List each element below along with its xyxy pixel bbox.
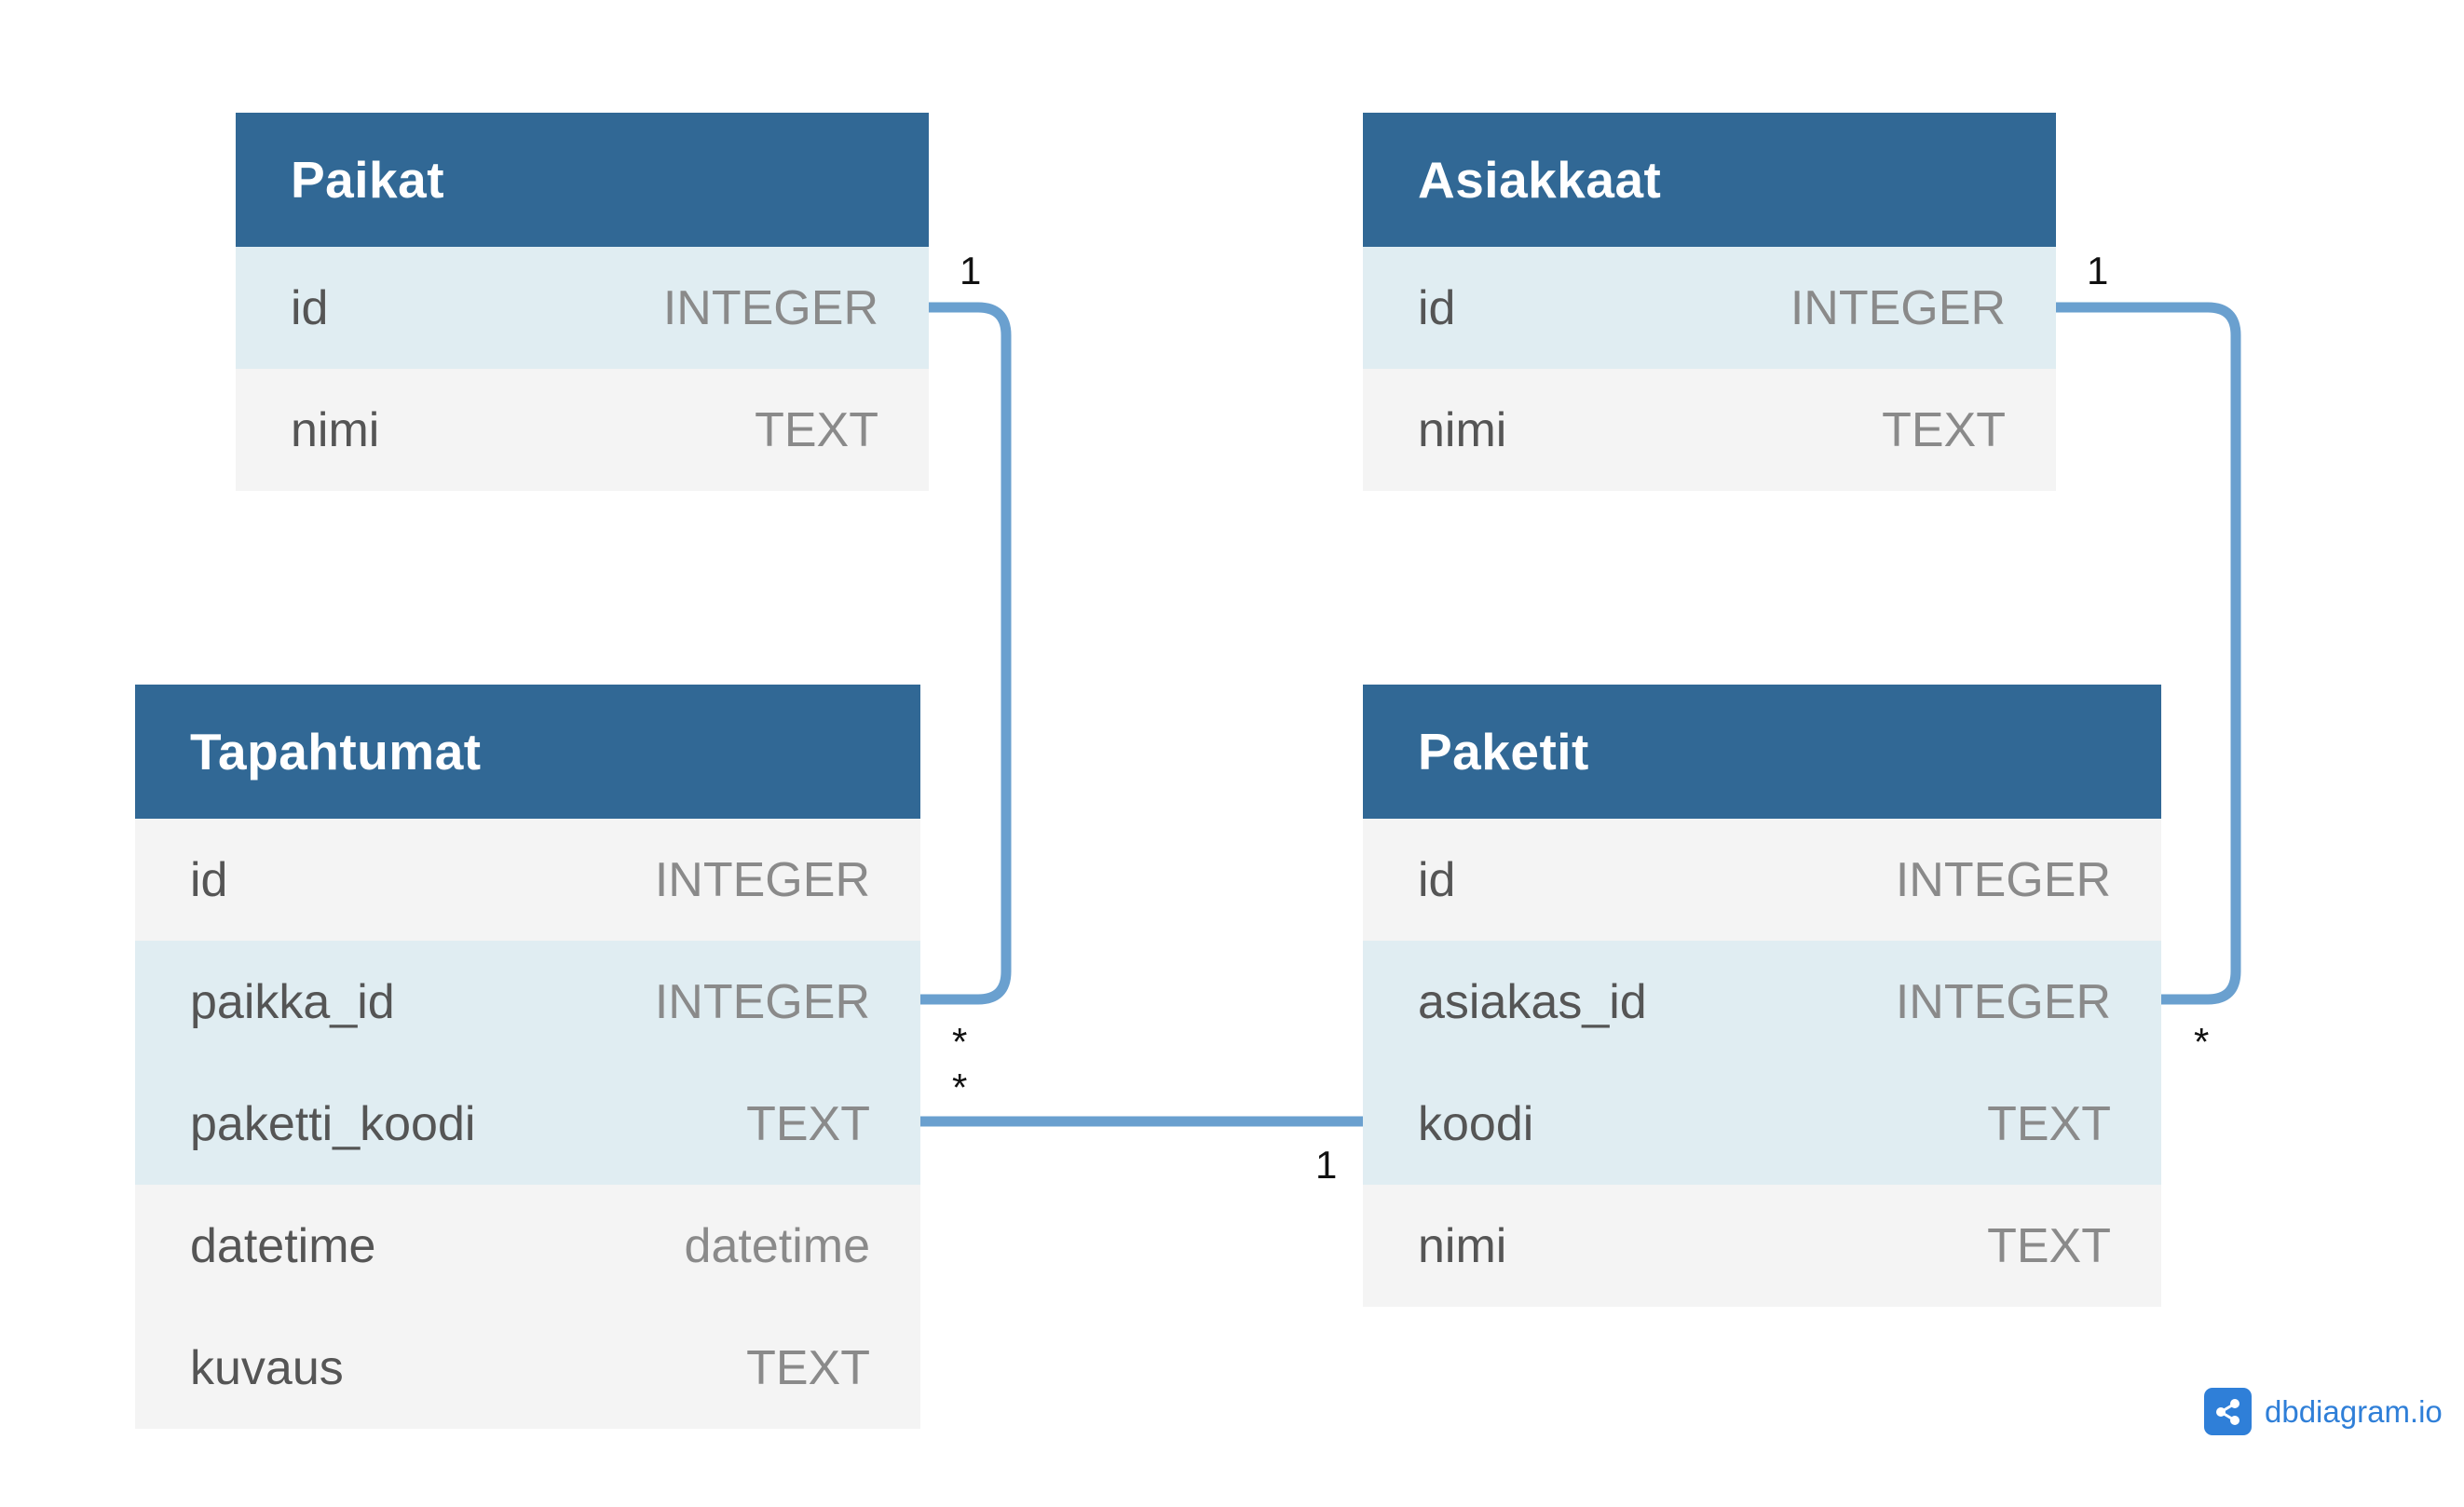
table-row[interactable]: datetime datetime [135,1185,920,1307]
column-name: koodi [1418,1096,1534,1151]
column-name: id [190,852,228,907]
column-name: id [1418,280,1456,335]
column-name: id [291,280,329,335]
cardinality-label: * [952,1020,968,1064]
column-type: TEXT [1987,1096,2111,1151]
column-type: INTEGER [654,852,870,907]
cardinality-label: 1 [1315,1143,1338,1187]
column-name: id [1418,852,1456,907]
column-type: TEXT [746,1340,870,1395]
column-type: datetime [684,1218,870,1273]
table-title: Tapahtumat [190,723,482,781]
cardinality-label: 1 [960,249,982,292]
table-row[interactable]: id INTEGER [236,247,929,369]
cardinality-label: * [952,1066,968,1109]
share-nodes-icon [2204,1388,2252,1435]
column-type: TEXT [1882,402,2006,457]
table-title: Paketit [1418,723,1589,781]
column-type: INTEGER [1895,852,2111,907]
dbdiagram-brand[interactable]: dbdiagram.io [2204,1388,2443,1435]
table-row[interactable]: paketti_koodi TEXT [135,1063,920,1185]
column-name: asiakas_id [1418,974,1647,1029]
column-name: paketti_koodi [190,1096,476,1151]
relation-paikat-tapahtumat[interactable] [920,302,1012,1005]
table-row[interactable]: id INTEGER [135,819,920,941]
column-type: TEXT [746,1096,870,1151]
column-type: INTEGER [1790,280,2006,335]
column-name: nimi [291,402,380,457]
table-asiakkaat[interactable]: Asiakkaat id INTEGER nimi TEXT [1363,113,2056,491]
table-paketit[interactable]: Paketit id INTEGER asiakas_id INTEGER ko… [1363,685,2161,1307]
table-row[interactable]: paikka_id INTEGER [135,941,920,1063]
table-title: Paikat [291,151,445,209]
table-row[interactable]: id INTEGER [1363,247,2056,369]
table-row[interactable]: asiakas_id INTEGER [1363,941,2161,1063]
table-header[interactable]: Paketit [1363,685,2161,819]
table-row[interactable]: nimi TEXT [1363,369,2056,491]
column-type: TEXT [755,402,878,457]
column-name: nimi [1418,402,1507,457]
table-row[interactable]: id INTEGER [1363,819,2161,941]
column-name: datetime [190,1218,376,1273]
table-row[interactable]: nimi TEXT [236,369,929,491]
table-row[interactable]: nimi TEXT [1363,1185,2161,1307]
column-name: kuvaus [190,1340,344,1395]
table-row[interactable]: koodi TEXT [1363,1063,2161,1185]
table-title: Asiakkaat [1418,151,1662,209]
column-type: INTEGER [654,974,870,1029]
table-paikat[interactable]: Paikat id INTEGER nimi TEXT [236,113,929,491]
column-name: nimi [1418,1218,1507,1273]
column-type: INTEGER [662,280,878,335]
column-name: paikka_id [190,974,395,1029]
brand-text: dbdiagram.io [2265,1393,2443,1429]
cardinality-label: * [2194,1020,2210,1064]
table-header[interactable]: Paikat [236,113,929,247]
table-row[interactable]: kuvaus TEXT [135,1307,920,1429]
table-header[interactable]: Asiakkaat [1363,113,2056,247]
table-tapahtumat[interactable]: Tapahtumat id INTEGER paikka_id INTEGER … [135,685,920,1429]
table-header[interactable]: Tapahtumat [135,685,920,819]
column-type: INTEGER [1895,974,2111,1029]
cardinality-label: 1 [2087,249,2109,292]
column-type: TEXT [1987,1218,2111,1273]
